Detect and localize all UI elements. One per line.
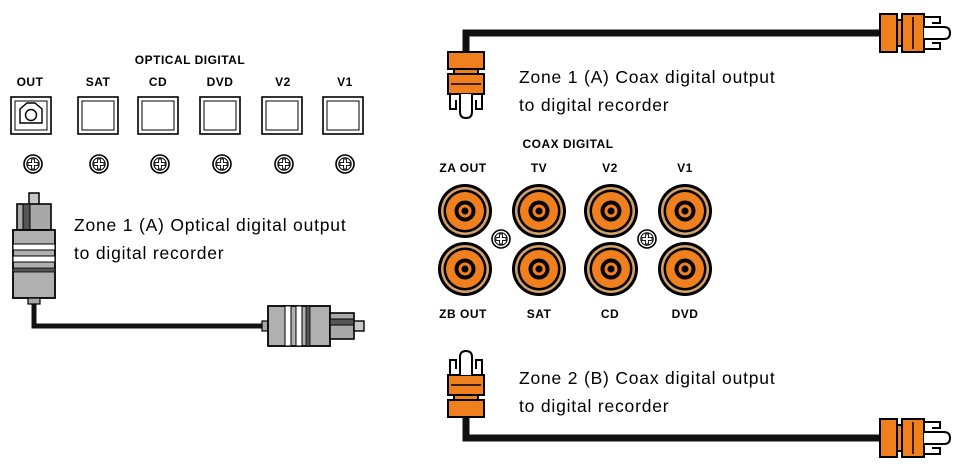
optical-label-out: OUT xyxy=(17,75,44,89)
screw-icon xyxy=(89,154,109,174)
coax-zone2-caption-line-1: Zone 2 (B) Coax digital output xyxy=(519,368,776,388)
optical-caption-line-2: to digital recorder xyxy=(74,243,224,263)
rca-plug-icon xyxy=(447,350,485,418)
screw-icon xyxy=(637,229,657,249)
rca-jack-icon xyxy=(584,242,638,296)
rca-jack-icon xyxy=(438,184,492,238)
coax-zone1-caption-line-2: to digital recorder xyxy=(519,95,669,115)
optical-jack-dvd xyxy=(199,96,241,135)
coax-label-sat: SAT xyxy=(527,307,552,321)
optical-jack-v1 xyxy=(322,96,364,135)
rca-jack-icon xyxy=(512,184,566,238)
coax-panel-title: COAX DIGITAL xyxy=(522,137,613,151)
coax-panel: COAX DIGITAL ZA OUT TV V2 V1 ZB OUT SAT … xyxy=(438,137,712,321)
optical-jack-sat xyxy=(77,96,119,135)
rca-jack-icon xyxy=(512,242,566,296)
optical-panel-title: OPTICAL DIGITAL xyxy=(135,53,245,67)
coax-label-tv: TV xyxy=(531,161,547,175)
optical-label-v1: V1 xyxy=(337,75,353,89)
screw-icon xyxy=(23,154,43,174)
optical-plug-icon xyxy=(261,305,365,347)
optical-cable xyxy=(31,298,263,329)
optical-label-sat: SAT xyxy=(86,75,111,89)
coax-label-v1: V1 xyxy=(677,161,693,175)
screw-icon xyxy=(150,154,170,174)
rca-jack-icon xyxy=(438,242,492,296)
coax-zone2-cable xyxy=(462,417,880,442)
optical-label-cd: CD xyxy=(149,75,167,89)
optical-label-dvd: DVD xyxy=(207,75,234,89)
coax-label-za-out: ZA OUT xyxy=(439,161,486,175)
screw-icon xyxy=(335,154,355,174)
optical-caption-line-1: Zone 1 (A) Optical digital output xyxy=(74,215,347,235)
coax-zone1-caption-line-1: Zone 1 (A) Coax digital output xyxy=(519,67,776,87)
rca-plug-icon xyxy=(879,418,951,458)
rca-plug-icon xyxy=(447,51,485,119)
rca-plug-icon xyxy=(879,13,951,53)
optical-jack-out xyxy=(10,96,52,135)
optical-jack-v2 xyxy=(261,96,303,135)
coax-label-cd: CD xyxy=(601,307,619,321)
coax-zone2-caption-line-2: to digital recorder xyxy=(519,396,669,416)
rca-jack-icon xyxy=(584,184,638,238)
optical-plug-icon xyxy=(12,192,56,305)
coax-zone1-cable xyxy=(462,29,880,52)
rca-jack-icon xyxy=(658,184,712,238)
coax-label-zb-out: ZB OUT xyxy=(439,307,487,321)
optical-label-v2: V2 xyxy=(275,75,291,89)
optical-jack-cd xyxy=(137,96,179,135)
screw-icon xyxy=(274,154,294,174)
screw-icon xyxy=(491,229,511,249)
optical-panel: OPTICAL DIGITAL OUT SAT CD DVD V2 V1 xyxy=(10,53,364,174)
rca-jack-icon xyxy=(658,242,712,296)
coax-label-v2: V2 xyxy=(602,161,618,175)
screw-icon xyxy=(212,154,232,174)
coax-label-dvd: DVD xyxy=(672,307,699,321)
